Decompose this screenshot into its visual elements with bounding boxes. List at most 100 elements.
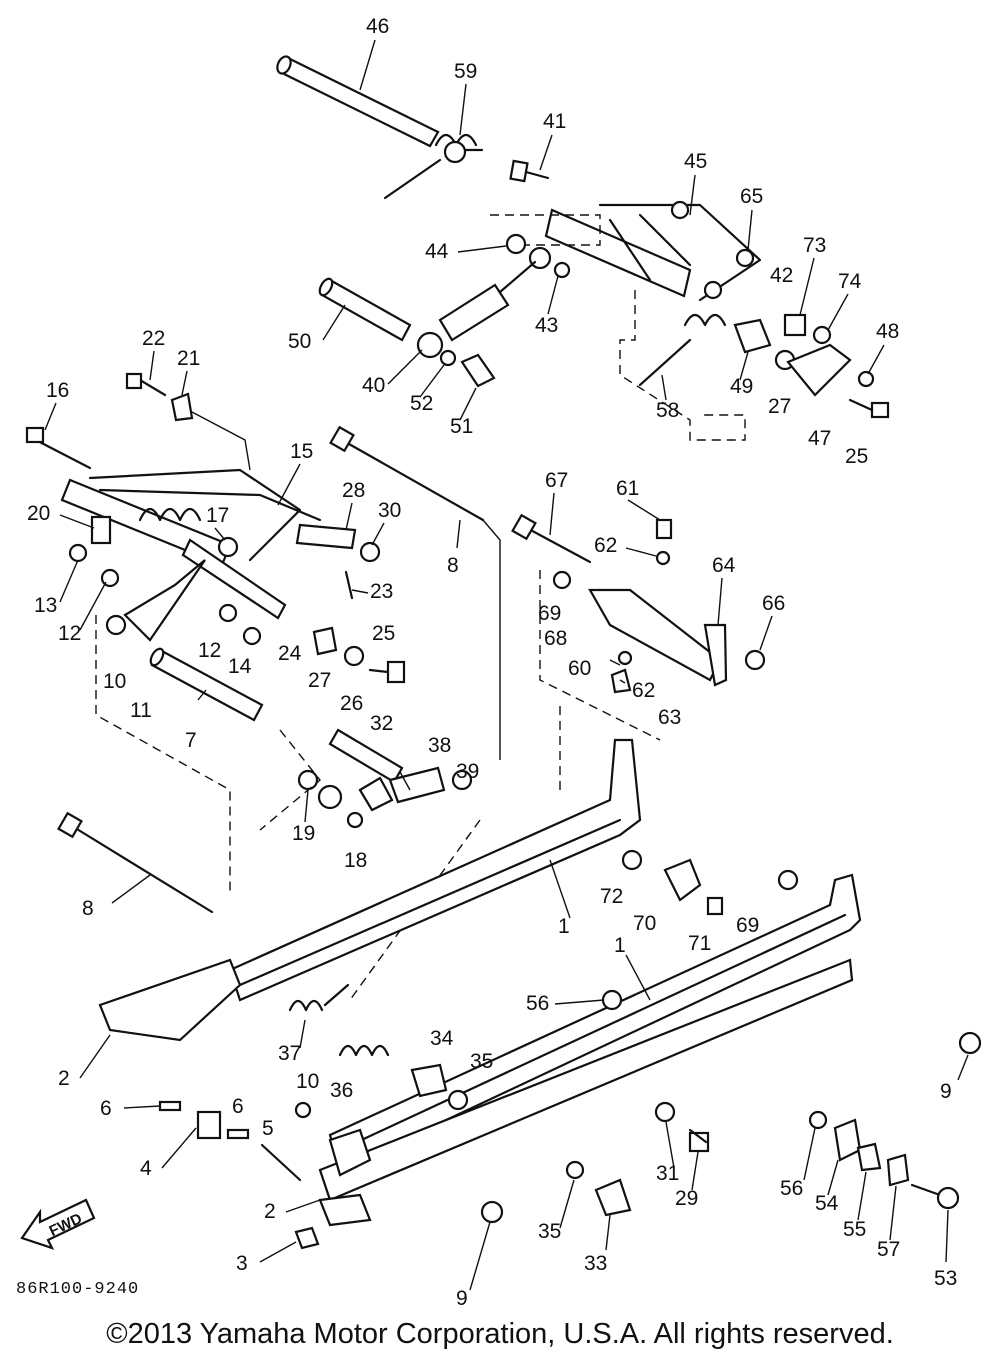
callout-32: 32 [370, 712, 393, 735]
callout-22: 22 [142, 327, 165, 350]
callout-2-upper: 2 [58, 1067, 70, 1090]
callout-9-right: 9 [940, 1080, 952, 1103]
callout-34: 34 [430, 1027, 454, 1050]
callout-66: 66 [762, 592, 785, 615]
callout-15: 15 [290, 440, 313, 463]
callout-12-mid: 12 [198, 639, 221, 662]
block-70-drawing [621, 849, 724, 916]
callout-10-upper: 10 [103, 670, 126, 693]
callout-29: 29 [675, 1187, 698, 1210]
callout-72: 72 [600, 885, 623, 908]
callout-62-lower: 62 [632, 679, 655, 702]
callout-2-lower: 2 [264, 1200, 276, 1223]
copyright-notice: ©2013 Yamaha Motor Corporation, U.S.A. A… [106, 1318, 894, 1350]
callout-69-upper: 69 [538, 602, 561, 625]
arm-45-drawing [490, 200, 762, 302]
callout-28: 28 [342, 479, 365, 502]
callout-12-left: 12 [58, 622, 81, 645]
callout-35-upper: 35 [470, 1050, 493, 1073]
callout-labels: 46 59 41 45 65 44 43 73 74 48 42 50 40 5… [27, 15, 957, 1310]
callout-46: 46 [366, 15, 389, 38]
callout-51: 51 [450, 415, 473, 438]
callout-63: 63 [658, 706, 681, 729]
callout-35-lower: 35 [538, 1220, 561, 1243]
collar-32-drawing [259, 728, 481, 1001]
callout-68: 68 [544, 627, 567, 650]
callout-8-upper: 8 [447, 554, 459, 577]
spring-37-drawing [288, 983, 710, 1217]
callout-17: 17 [206, 504, 229, 527]
callout-62-upper: 62 [594, 534, 617, 557]
callout-18: 18 [344, 849, 367, 872]
callout-42: 42 [770, 264, 793, 287]
callout-39: 39 [456, 760, 479, 783]
fwd-arrow-icon: FWD [20, 1198, 96, 1250]
callout-27-lower: 27 [308, 669, 331, 692]
callout-25: 25 [845, 445, 868, 468]
callout-69-lower: 69 [736, 914, 759, 937]
callout-13: 13 [34, 594, 57, 617]
callout-14: 14 [228, 655, 252, 678]
arm-60-drawing [511, 513, 766, 741]
callout-57: 57 [877, 1238, 900, 1261]
callout-3: 3 [236, 1252, 248, 1275]
callout-19: 19 [292, 822, 315, 845]
callout-43: 43 [535, 314, 558, 337]
callout-56-lower: 56 [780, 1177, 803, 1200]
callout-38: 38 [428, 734, 451, 757]
callout-36: 36 [330, 1079, 353, 1102]
callout-56-upper: 56 [526, 992, 549, 1015]
callout-11: 11 [130, 699, 152, 722]
arm-7-drawing [68, 543, 264, 895]
rod-8-drawing [57, 425, 501, 914]
bracket-47-drawing [619, 280, 890, 441]
callout-23: 23 [370, 580, 393, 603]
callout-6-left: 6 [100, 1097, 112, 1120]
leader-lines [44, 39, 969, 1291]
callout-9-bottom: 9 [456, 1287, 468, 1310]
callout-48: 48 [876, 320, 899, 343]
callout-1-lower: 1 [614, 934, 626, 957]
callout-49: 49 [730, 375, 753, 398]
callout-45: 45 [684, 150, 707, 173]
stopper-54-drawing [601, 989, 960, 1210]
callout-27: 27 [768, 395, 791, 418]
callout-8-lower: 8 [82, 897, 94, 920]
diagram-code: 86R100-9240 [16, 1280, 140, 1299]
callout-58: 58 [656, 399, 679, 422]
swing-arm-15-drawing [25, 372, 357, 620]
callout-21: 21 [177, 347, 200, 370]
callout-31: 31 [656, 1162, 679, 1185]
callout-70: 70 [633, 912, 656, 935]
callout-47: 47 [808, 427, 831, 450]
callout-30: 30 [378, 499, 401, 522]
callout-37: 37 [278, 1042, 301, 1065]
callout-40: 40 [362, 374, 385, 397]
callout-65: 65 [740, 185, 763, 208]
spring-59-drawing [383, 133, 484, 200]
callout-5: 5 [262, 1117, 274, 1140]
callout-6-right: 6 [232, 1095, 244, 1118]
callout-59: 59 [454, 60, 477, 83]
callout-53: 53 [934, 1267, 957, 1290]
callout-44: 44 [425, 240, 449, 263]
callout-16: 16 [46, 379, 69, 402]
block-4-drawing [158, 1100, 320, 1250]
callout-61: 61 [616, 477, 639, 500]
callout-67: 67 [545, 469, 568, 492]
callout-10-lower: 10 [296, 1070, 319, 1093]
callout-26: 26 [340, 692, 363, 715]
callout-33: 33 [584, 1252, 607, 1275]
callout-50: 50 [288, 330, 311, 353]
callout-60: 60 [568, 657, 591, 680]
callout-24: 24 [278, 642, 302, 665]
callout-20: 20 [27, 502, 50, 525]
callout-64: 64 [712, 554, 736, 577]
shock-40-drawing [416, 233, 571, 367]
callout-41: 41 [543, 110, 566, 133]
callout-71: 71 [688, 932, 711, 955]
bolt-41-drawing [509, 159, 550, 183]
callout-52: 52 [410, 392, 433, 415]
shaft-46-drawing [276, 55, 440, 148]
